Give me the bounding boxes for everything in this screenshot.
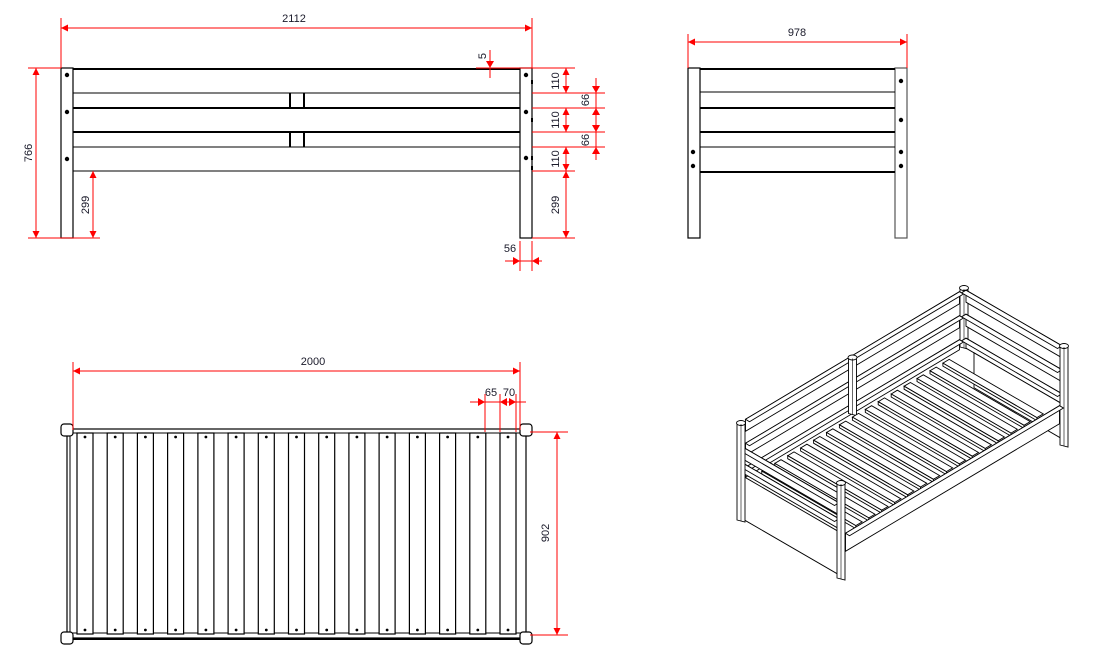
screw: [355, 628, 359, 632]
slat: [76, 432, 94, 635]
front-view: 2112 766 299 5 110 110 110 299: [23, 13, 605, 271]
screw: [204, 435, 208, 439]
iso-deck-rail-top: [844, 405, 1065, 537]
slat: [408, 432, 426, 635]
dim-overall-length: 2112: [282, 13, 306, 25]
screw: [325, 435, 329, 439]
dim-overall-height: 766: [23, 144, 35, 162]
screw: [113, 435, 117, 439]
screw: [204, 628, 208, 632]
dim-leg-height-right: 299: [550, 196, 562, 214]
dim-post-width: 56: [504, 243, 516, 255]
screw: [83, 628, 87, 632]
screw: [295, 435, 298, 439]
screw: [385, 628, 389, 632]
dim-slat-width: 65: [485, 387, 497, 399]
slat: [287, 432, 306, 635]
screw: [234, 628, 238, 632]
screw: [174, 435, 178, 439]
iso-headboard-rail-top: [960, 313, 1063, 374]
dim-rail-3: 110: [550, 150, 562, 168]
dim-overall-width: 978: [788, 27, 806, 39]
dim-gap-1: 66: [580, 94, 592, 106]
isometric-view: [736, 285, 1069, 581]
screw: [83, 435, 87, 439]
iso-headboard-rail-top: [960, 289, 1063, 350]
screw: [476, 628, 480, 632]
slat: [136, 432, 154, 635]
corner-post: [519, 423, 533, 437]
slat: [167, 432, 185, 635]
screw: [174, 628, 178, 632]
right-post: [519, 67, 533, 239]
screw: [506, 435, 510, 439]
side-view: 978: [687, 27, 908, 239]
screw: [416, 435, 419, 439]
dim-inner-width: 902: [540, 524, 552, 542]
screw: [144, 628, 147, 632]
dim-inner-length: 2000: [301, 356, 325, 368]
dim-rail-1: 110: [550, 72, 562, 90]
slat: [106, 432, 124, 635]
slat: [197, 432, 215, 635]
screw: [264, 435, 268, 439]
slat: [318, 432, 336, 635]
dim-gap-2: 66: [580, 134, 592, 146]
dim-top-offset: 5: [477, 53, 489, 59]
screw: [446, 628, 449, 632]
slat: [469, 432, 487, 635]
slat: [227, 432, 245, 635]
screw: [476, 435, 480, 439]
corner-post: [60, 423, 74, 437]
slat-group: [76, 432, 517, 635]
screw: [113, 628, 117, 632]
slat: [257, 432, 275, 635]
corner-post: [60, 631, 74, 645]
slat: [439, 432, 457, 635]
screw: [325, 628, 329, 632]
top-view: 2000 65 70 902: [60, 356, 568, 645]
left-post: [60, 67, 74, 239]
dim-leg-height-left: 299: [80, 196, 92, 214]
dim-slat-spacing: 70: [503, 387, 515, 399]
center-spacer-blocks: [289, 93, 305, 147]
slat: [348, 432, 366, 635]
screw: [295, 628, 298, 632]
screw: [144, 435, 147, 439]
slat: [378, 432, 396, 635]
iso-headboard-rail-top: [960, 337, 1063, 398]
dim-rail-2: 110: [550, 111, 562, 129]
screw: [385, 435, 389, 439]
screw: [506, 628, 510, 632]
screw: [446, 435, 449, 439]
screw: [416, 628, 419, 632]
screw: [234, 435, 238, 439]
corner-post: [519, 631, 533, 645]
slat: [499, 432, 517, 635]
screw: [355, 435, 359, 439]
screw: [264, 628, 268, 632]
